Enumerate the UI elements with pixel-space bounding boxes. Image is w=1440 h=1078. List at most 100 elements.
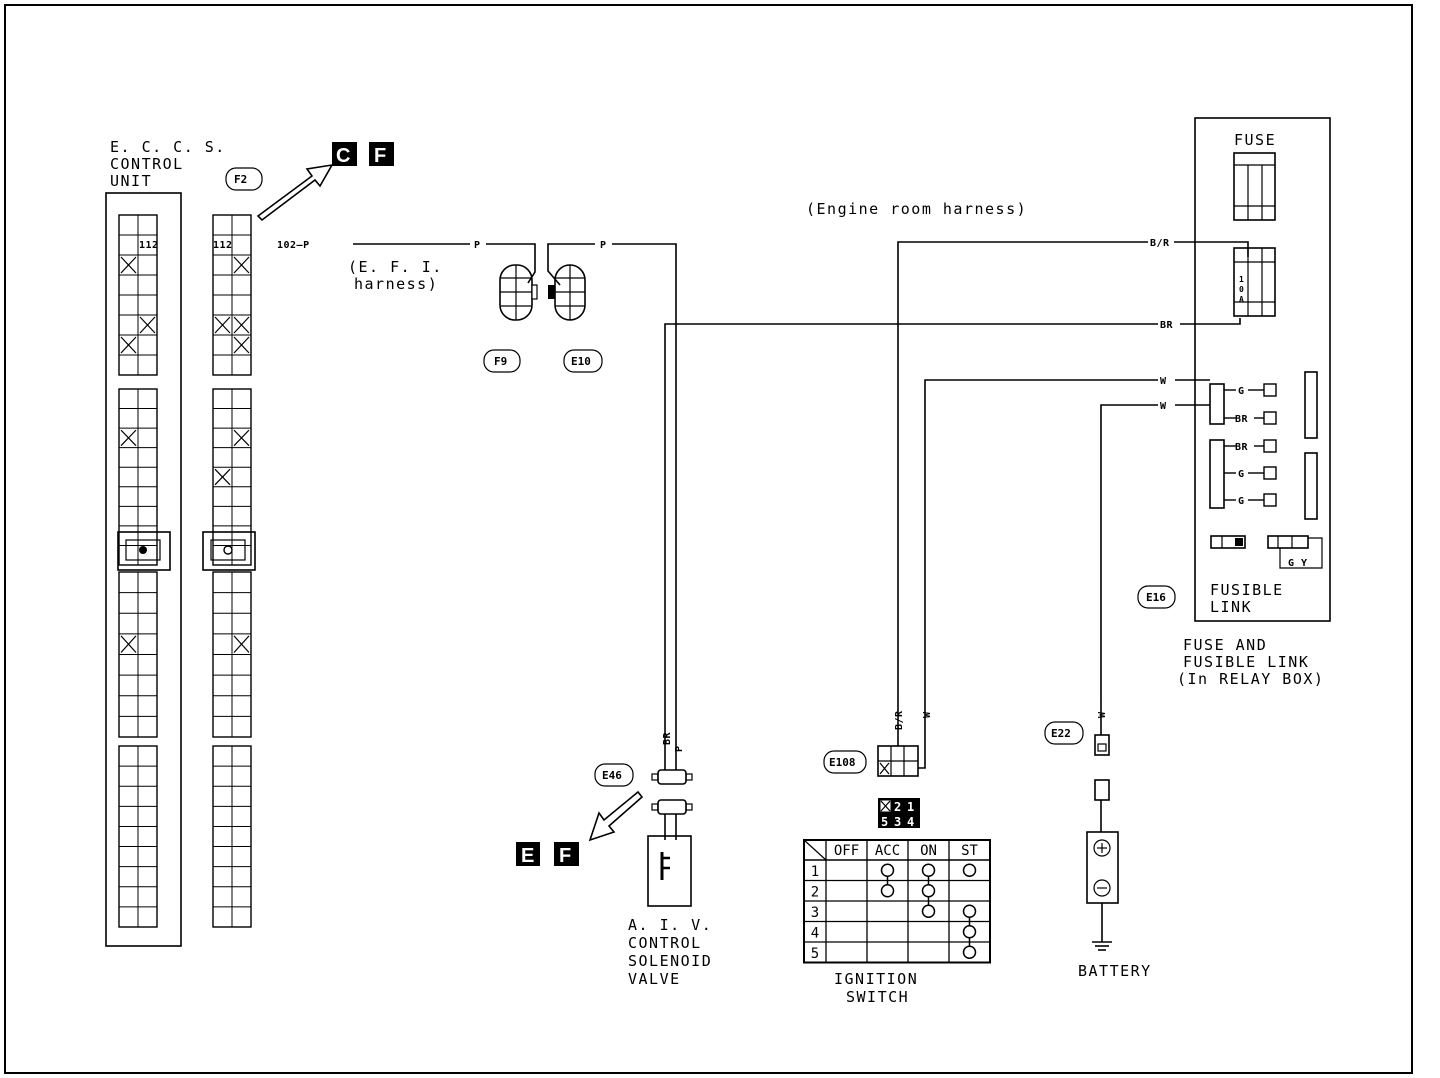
diagram-frame <box>4 4 1413 1074</box>
fusible-link-gy: G Y <box>1267 535 1323 569</box>
connector-e46-label: E46 <box>602 769 622 782</box>
wire-label-w-1: W <box>1160 376 1167 387</box>
fusible-link-terminal <box>1263 466 1277 480</box>
connector-e10 <box>548 264 586 321</box>
fusible-link-line-1: FUSIBLE <box>1210 581 1284 599</box>
fuse-block-main: 1 0 A <box>1233 247 1276 317</box>
unused-pin-mark <box>214 468 231 486</box>
ignition-column-header: OFF <box>834 843 859 859</box>
unused-pin-mark <box>139 316 156 334</box>
fuse-caption-line-1: FUSE AND <box>1183 636 1267 654</box>
unused-pin-mark <box>120 429 137 447</box>
arrow-to-ref-cf <box>256 163 334 222</box>
wire-label-102-p: 102—P <box>277 240 310 251</box>
fusible-link-spare-1 <box>1304 371 1318 439</box>
wire-label-w-2: W <box>1160 401 1167 412</box>
f2-connector-latch <box>202 531 256 571</box>
ref-c-box: C <box>332 142 357 167</box>
connector-e108-label: E108 <box>829 756 856 769</box>
unused-pin-mark <box>120 336 137 354</box>
ecm-pin-112: 112 <box>139 240 159 251</box>
ignition-column-header: ON <box>920 843 937 859</box>
fusible-link-wire-label: BR <box>1235 414 1249 425</box>
fusible-link-small <box>1210 535 1246 549</box>
f2-connector-grid <box>212 214 252 928</box>
ignition-connection-node <box>962 925 977 939</box>
ecm-latch-inner <box>125 539 161 561</box>
fusible-link-wire-label: G <box>1238 469 1245 480</box>
fusible-link-spare-2 <box>1304 452 1318 520</box>
ignition-column-header: ACC <box>875 843 900 859</box>
ref-e-box: E <box>516 842 540 867</box>
ignition-row-header: 1 <box>811 864 819 880</box>
connector-e22-label: E22 <box>1051 727 1071 740</box>
ecm-title-line-1: E. C. C. S. <box>110 138 226 156</box>
f2-latch-inner <box>210 539 246 561</box>
fuse-relay-box <box>1194 117 1331 622</box>
connector-f2-label: F2 <box>234 173 247 186</box>
ref-e-label: E <box>521 845 534 867</box>
ref-f-label-bottom: F <box>559 845 571 867</box>
ecm-connector-grid <box>118 214 158 928</box>
ecm-unit-body <box>105 192 182 947</box>
wire-b-r-to-fuse <box>1174 241 1249 257</box>
ignition-row-header: 3 <box>811 905 819 921</box>
wire-p-to-e46 <box>612 243 677 730</box>
fusible-link-line-2: LINK <box>1210 598 1252 616</box>
ignition-row-header: 5 <box>811 946 819 962</box>
wire-label-br: BR <box>1160 320 1174 331</box>
unused-pin-mark <box>233 635 250 653</box>
fusible-link-block-2 <box>1209 439 1225 509</box>
ref-f-box-bottom: F <box>554 842 579 867</box>
wire-label-gy: G Y <box>1288 558 1308 569</box>
connector-f2-tag: F2 <box>225 167 263 191</box>
wire-b-r <box>897 241 1148 700</box>
ignition-connection-node <box>880 884 895 898</box>
wire-w-ignition <box>924 379 1158 698</box>
wire-label-p-1: P <box>474 240 481 251</box>
wire-label-p-vertical: P <box>674 745 685 752</box>
efi-harness-line-2: harness) <box>354 275 438 293</box>
unused-pin-mark <box>233 429 250 447</box>
ignition-caption-line-1: IGNITION <box>834 970 918 988</box>
unused-pin-mark <box>233 336 250 354</box>
ignition-connection-node <box>962 863 977 877</box>
battery-label: BATTERY <box>1078 962 1152 980</box>
unused-pin-mark <box>214 316 231 334</box>
unused-pin-mark <box>233 256 250 274</box>
ignition-connection-node <box>962 904 977 918</box>
ignition-terminal-1: 1 <box>907 800 914 814</box>
ref-c-label: C <box>336 145 350 167</box>
connector-e22-tag: E22 <box>1044 721 1084 745</box>
fusible-link-wire-label: G <box>1238 386 1245 397</box>
engine-room-harness-label: (Engine room harness) <box>806 200 1027 218</box>
fusible-link-terminal <box>1263 383 1277 397</box>
ecm-title-line-3: UNIT <box>110 172 152 190</box>
ecm-title-line-2: CONTROL <box>110 155 184 173</box>
ignition-connection-node <box>921 863 936 877</box>
fusible-link-terminal <box>1263 439 1277 453</box>
f2-pin-112: 112 <box>213 240 233 251</box>
connector-e22 <box>1094 698 1110 832</box>
ignition-connection-node <box>880 863 895 877</box>
connector-e10-label: E10 <box>571 355 591 368</box>
connector-e46 <box>651 730 693 840</box>
connector-f9-label: F9 <box>494 355 507 368</box>
fuse-label: FUSE <box>1234 131 1276 149</box>
ignition-connection-node <box>962 945 977 959</box>
arrow-to-ref-ef <box>588 790 644 842</box>
fusible-link-block-1 <box>1209 383 1225 425</box>
wire-label-p-2: P <box>600 240 607 251</box>
ref-f-label-top: F <box>374 145 386 167</box>
ignition-caption-line-2: SWITCH <box>846 988 909 1006</box>
ignition-row-header: 4 <box>811 926 819 942</box>
fuse-block-top <box>1233 152 1276 221</box>
ignition-terminal-layout: 2 1 5 3 4 <box>878 798 920 829</box>
battery-body <box>1086 831 1119 951</box>
connector-e16-label: E16 <box>1146 591 1166 604</box>
fusible-link-terminal <box>1263 411 1277 425</box>
fusible-link-wire-label: G <box>1238 496 1245 507</box>
